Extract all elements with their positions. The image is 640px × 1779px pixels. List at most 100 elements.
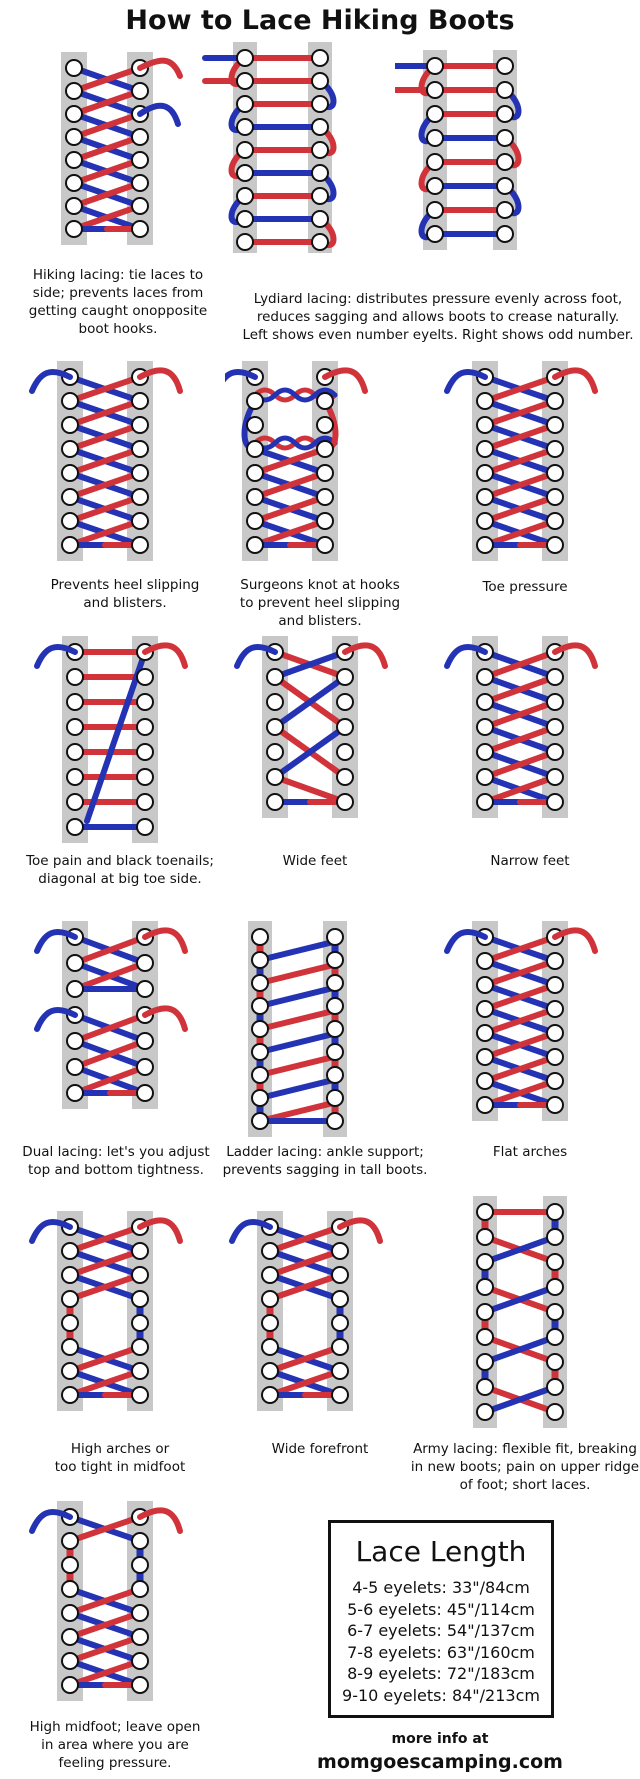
eyelet — [131, 1362, 149, 1380]
eyelet — [311, 164, 329, 182]
website-link[interactable]: momgoescamping.com — [317, 1751, 563, 1773]
eyelet — [236, 72, 254, 90]
eyelet — [261, 1242, 279, 1260]
eyelet — [336, 793, 354, 811]
eyelet — [426, 81, 444, 99]
diagram-toe-pain — [34, 636, 188, 843]
eyelet — [131, 512, 149, 530]
caption-ladder: Ladder lacing: ankle support;prevents sa… — [222, 1144, 428, 1178]
eyelet — [311, 118, 329, 136]
eyelet — [426, 105, 444, 123]
eyelet — [546, 693, 564, 711]
eyelet — [131, 220, 149, 238]
eyelet — [136, 954, 154, 972]
lace-segment — [267, 1224, 343, 1254]
boot-strip — [62, 636, 88, 843]
eyelet — [251, 1020, 269, 1038]
lace-length-box: Lace Length 4-5 eyelets: 33"/84cm 5-6 ey… — [328, 1520, 554, 1718]
eyelet — [311, 95, 329, 113]
eyelet — [236, 233, 254, 251]
eyelet — [65, 59, 83, 77]
lace-segment — [252, 494, 328, 524]
eyelet — [261, 1362, 279, 1380]
eyelet — [61, 1628, 79, 1646]
eyelet — [476, 416, 494, 434]
eyelet — [326, 928, 344, 946]
lace-segment — [482, 1334, 558, 1365]
eyelet — [66, 980, 84, 998]
eyelet — [131, 1604, 149, 1622]
eyelet — [476, 464, 494, 482]
lace-segment — [272, 674, 348, 730]
lace-segment — [257, 1099, 338, 1124]
lace-segment — [252, 470, 328, 500]
eyelet — [546, 1328, 564, 1346]
diagram-toe-pressure — [444, 361, 598, 561]
eyelet — [476, 1228, 494, 1246]
eyelet — [136, 1084, 154, 1102]
eyelet — [236, 187, 254, 205]
eyelet — [61, 536, 79, 554]
eyelet — [61, 464, 79, 482]
eyelet — [546, 952, 564, 970]
lace-segment — [252, 446, 328, 476]
eyelet — [61, 416, 79, 434]
eyelet — [316, 416, 334, 434]
eyelet — [136, 980, 154, 998]
eyelet — [331, 1386, 349, 1404]
lace-length-row: 7-8 eyelets: 63"/160cm — [347, 1642, 535, 1662]
eyelet — [476, 1378, 494, 1396]
eyelet — [476, 976, 494, 994]
eyelet — [131, 1290, 149, 1308]
eyelet — [131, 1652, 149, 1670]
eyelet — [476, 1000, 494, 1018]
eyelet — [316, 512, 334, 530]
lace-segment — [482, 1234, 558, 1265]
lace-segment — [267, 1368, 343, 1398]
eyelet — [331, 1290, 349, 1308]
eyelet — [131, 1676, 149, 1694]
eyelet — [61, 1532, 79, 1550]
lace-segment — [67, 1514, 143, 1544]
lace-segment — [137, 1217, 183, 1244]
lace-segment — [257, 1007, 338, 1032]
eyelet — [246, 464, 264, 482]
eyelet — [131, 1628, 149, 1646]
lace-segment — [252, 387, 338, 403]
boot-strip — [132, 636, 158, 843]
eyelet — [426, 153, 444, 171]
eyelet — [546, 718, 564, 736]
eyelet — [331, 1314, 349, 1332]
diagram-dual — [34, 921, 188, 1109]
lace-segment — [252, 518, 328, 548]
eyelet — [61, 1386, 79, 1404]
lace-segment — [257, 1053, 338, 1078]
eyelet — [476, 1024, 494, 1042]
lace-segment — [257, 961, 338, 986]
diagram-hiking — [61, 52, 183, 245]
eyelet — [546, 1253, 564, 1271]
eyelet — [266, 743, 284, 761]
caption-narrow-feet: Narrow feet — [490, 853, 570, 869]
eyelet — [476, 1328, 494, 1346]
eyelet — [476, 1278, 494, 1296]
eyelet — [476, 392, 494, 410]
eyelet — [61, 1604, 79, 1622]
lace-segment — [482, 494, 558, 524]
eyelet — [65, 197, 83, 215]
eyelet — [331, 1242, 349, 1260]
lace-segment — [482, 1284, 558, 1315]
lace-segment — [482, 749, 558, 780]
lace-segment — [267, 1248, 343, 1278]
eyelet — [261, 1314, 279, 1332]
caption-flat-arches: Flat arches — [492, 1144, 568, 1160]
eyelet — [326, 951, 344, 969]
lace-segment — [71, 203, 143, 232]
lace-segment — [482, 446, 558, 476]
lace-length-row: 6-7 eyelets: 54"/137cm — [347, 1621, 535, 1640]
eyelet — [311, 49, 329, 67]
eyelet — [476, 1096, 494, 1114]
lace-segment — [67, 398, 143, 428]
eyelet — [476, 536, 494, 554]
eyelet — [61, 392, 79, 410]
